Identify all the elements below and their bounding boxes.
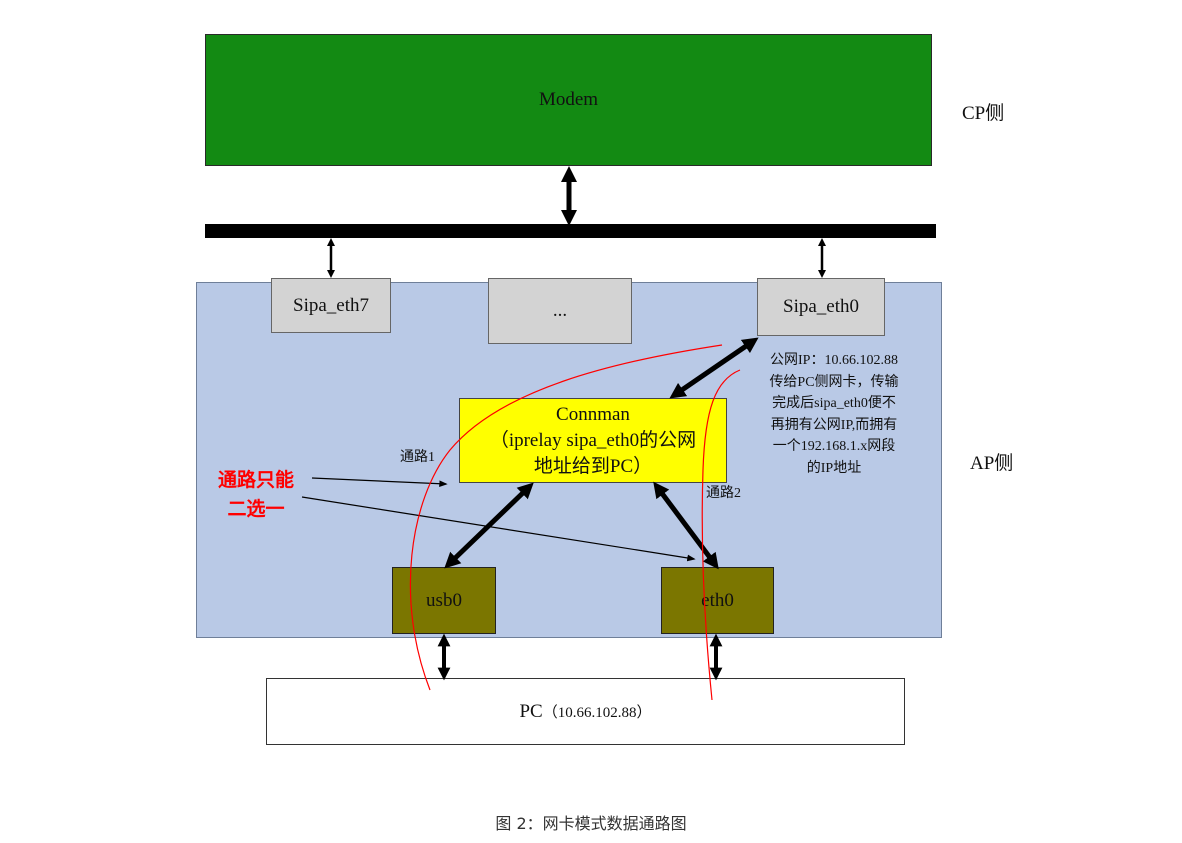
ellipsis-box: ... [488,278,632,344]
sipa-eth0-note: 公网IP：10.66.102.88 传给PC侧网卡，传输 完成后sipa_eth… [754,350,914,479]
pc-label: PC [519,700,543,722]
path1-label: 通路1 [400,450,435,465]
path2-label: 通路2 [706,486,741,501]
ap-side-label: AP侧 [970,453,1014,474]
connman-desc-line1: （iprelay sipa_eth0的公网 [489,429,697,451]
bus-bar [205,224,936,238]
sipa-eth7-label: Sipa_eth7 [293,294,369,316]
note-line: 一个192.168.1.x网段 [772,439,896,454]
note-line: 再拥有公网IP,而拥有 [770,417,898,433]
pc-box: PC（10.66.102.88） [266,678,905,745]
sipa-eth0-box: Sipa_eth0 [757,278,885,336]
eth0-label: eth0 [701,589,734,611]
connman-box: Connman （iprelay sipa_eth0的公网 地址给到PC） [459,398,727,483]
connman-title: Connman [556,403,630,425]
sipa-eth0-label: Sipa_eth0 [783,296,859,317]
connman-desc-line2: 地址给到PC） [533,455,653,477]
sipa-eth7-box: Sipa_eth7 [271,278,391,333]
usb0-label: usb0 [426,589,462,611]
cp-side-label: CP侧 [962,103,1005,124]
modem-box: Modem [205,34,932,166]
note-line: 的IP地址 [806,460,862,476]
choose-one-line2: 二选一 [227,498,285,520]
choose-one-line1: 通路只能 [218,469,295,491]
ellipsis-label: ... [552,300,568,321]
choose-one-note: 通路只能 二选一 [218,466,294,524]
note-line: 公网IP：10.66.102.88 [770,353,898,368]
eth0-box: eth0 [661,567,774,634]
note-line: 传给PC侧网卡，传输 [769,374,899,390]
modem-label: Modem [538,89,599,110]
usb0-box: usb0 [392,567,496,634]
pc-ip: （10.66.102.88） [542,705,652,721]
note-line: 完成后sipa_eth0便不 [772,396,896,411]
figure-caption: 图 2：网卡模式数据通路图 [495,814,687,833]
